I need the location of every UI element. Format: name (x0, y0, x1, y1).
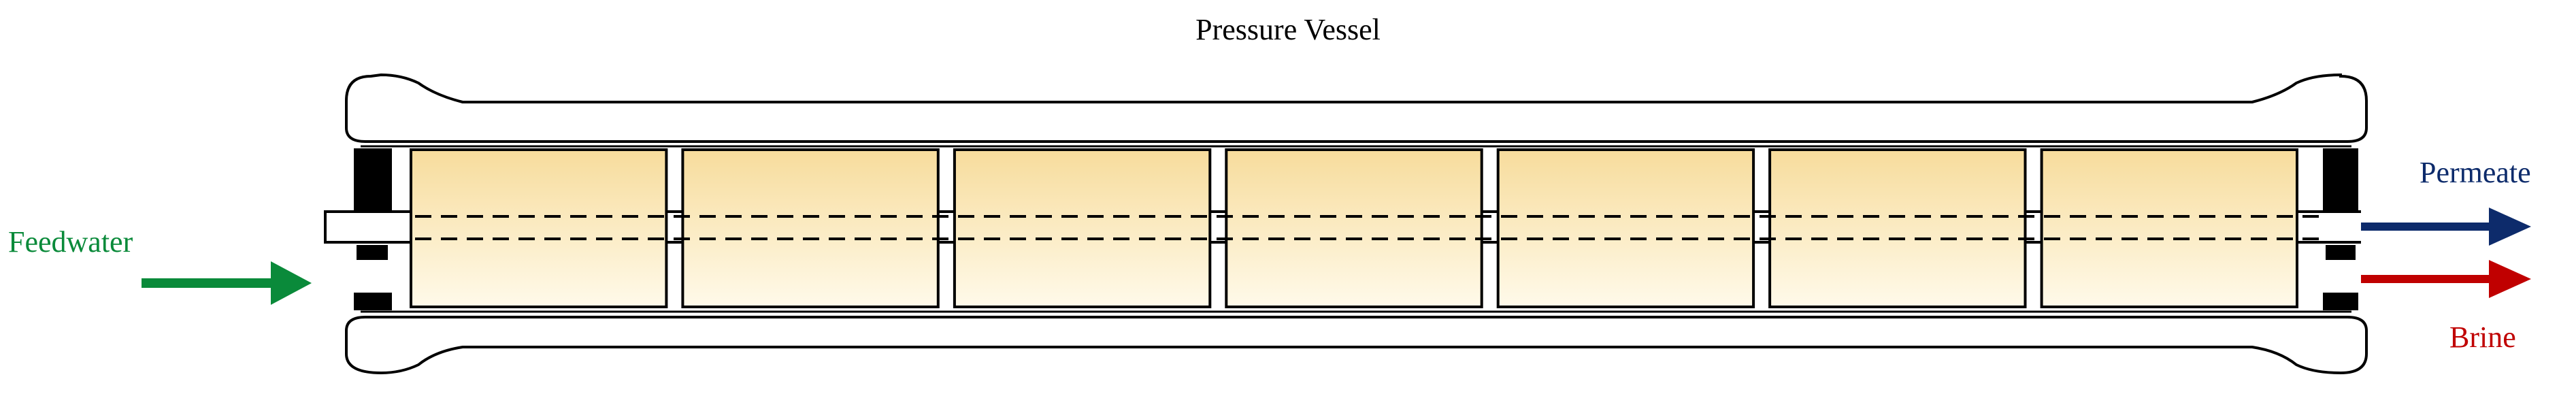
membrane-element (953, 148, 1212, 308)
vessel-bottom-shell (345, 316, 2368, 375)
right-seal-bottom (2323, 293, 2358, 310)
diagram-title: Pressure Vessel (1195, 13, 1381, 46)
left-seal-mid (357, 245, 388, 260)
membrane-element (1496, 148, 1755, 308)
right-seal-top (2323, 148, 2358, 211)
permeate-arrowhead (2489, 208, 2531, 246)
membrane-elements (410, 148, 2299, 308)
membrane-element (1768, 148, 2027, 308)
membrane-element (410, 148, 668, 308)
brine-label: Brine (2449, 321, 2516, 354)
vessel-top-shell (345, 73, 2368, 143)
membrane-element (681, 148, 940, 308)
permeate-tube-outline (324, 210, 395, 244)
brine-arrowhead (2489, 260, 2531, 298)
feedwater-label: Feedwater (8, 225, 133, 259)
membrane-element (1225, 148, 1483, 308)
right-seal-mid (2326, 245, 2356, 260)
left-seal-bottom (354, 293, 392, 310)
membrane-element (2040, 148, 2299, 308)
permeate-label: Permeate (2420, 156, 2531, 189)
left-seal-top (354, 148, 392, 211)
feedwater-arrowhead (271, 261, 312, 305)
